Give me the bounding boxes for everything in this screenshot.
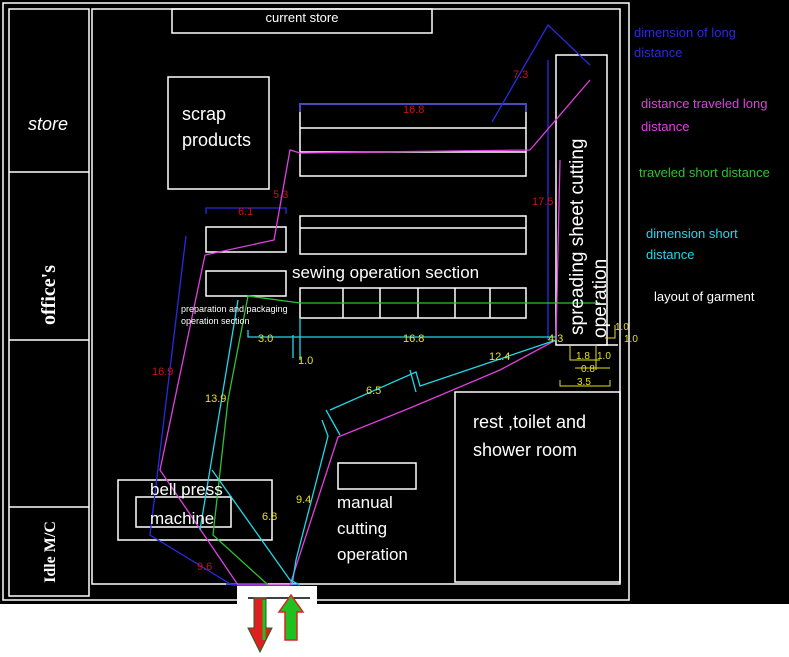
dim-13-9: 13.9 xyxy=(205,393,226,405)
dim-17-5: 17.5 xyxy=(532,196,553,208)
rest-room-box xyxy=(454,391,621,583)
dim-6-1: 6.1 xyxy=(238,206,253,218)
dim-7-3: 7.3 xyxy=(513,69,528,81)
bell-press-box xyxy=(117,479,273,541)
prep-label-2: operation section xyxy=(181,316,250,326)
scrap-products-box xyxy=(167,76,270,190)
long-travel-path xyxy=(159,79,591,586)
dim-5-3: 5.3 xyxy=(273,189,288,201)
spreading-label-1: spreading sheet cutting xyxy=(567,139,588,335)
dim-1-0-b: 1.0 xyxy=(597,351,611,362)
legend-short-dim-2: distance xyxy=(646,247,694,262)
store-label: store xyxy=(28,114,68,134)
legend-short-dim-1: dimension short xyxy=(646,226,738,241)
left-rooms-wall xyxy=(8,8,90,597)
dim-1-0-a: 1.0 xyxy=(298,355,313,367)
dim-16-9: 16.9 xyxy=(152,366,173,378)
dim-4-3: 4.3 xyxy=(548,333,563,345)
manual-label-1: manual xyxy=(337,493,393,512)
legend: dimension of long distance distance trav… xyxy=(634,25,770,304)
exit-arrow-icon xyxy=(247,597,273,654)
manual-label-3: operation xyxy=(337,545,408,564)
dim-6-8: 6.8 xyxy=(262,511,277,523)
dim-3-5: 3.5 xyxy=(577,377,591,388)
short-travel-path xyxy=(212,295,600,586)
spreading-table xyxy=(555,54,608,346)
spreading-label-2: operation xyxy=(590,259,611,338)
offices-label: office's xyxy=(38,265,60,325)
small-table-lower xyxy=(205,270,287,297)
scrap-label-2: products xyxy=(182,130,251,150)
prep-label-1: preparation and packaging xyxy=(181,304,288,314)
dim-6-5: 6.5 xyxy=(366,385,381,397)
dim-12-4: 12.4 xyxy=(489,351,510,363)
plan-background xyxy=(0,0,789,604)
rest-label-2: shower room xyxy=(473,440,577,460)
manual-cutting-table xyxy=(337,462,417,490)
dimension-labels: 7.3 16.8 5.3 6.1 17.5 16.9 9.6 3.0 16.8 … xyxy=(152,69,638,573)
dim-9-6: 9.6 xyxy=(197,561,212,573)
dim-3-0: 3.0 xyxy=(258,333,273,345)
bell-press-label-1: bell press xyxy=(150,480,223,499)
scrap-label-1: scrap xyxy=(182,104,226,124)
legend-title: layout of garment xyxy=(654,289,755,304)
sewing-label: sewing operation section xyxy=(292,263,479,282)
dim-9-4: 9.4 xyxy=(296,494,311,506)
bell-press-label-2: machine xyxy=(150,509,214,528)
current-store-label: current store xyxy=(266,10,339,25)
legend-long-travel-1: distance traveled long xyxy=(641,96,767,111)
legend-long-travel-2: distance xyxy=(641,119,689,134)
current-store-box xyxy=(171,8,433,34)
legend-short-travel: traveled short distance xyxy=(639,165,770,180)
small-table-upper xyxy=(205,226,287,253)
rest-label-1: rest ,toilet and xyxy=(473,412,586,432)
dim-0-8: 0.8 xyxy=(581,364,595,375)
dim-16-8-bottom: 16.8 xyxy=(403,333,424,345)
dim-1-8: 1.8 xyxy=(576,351,590,362)
bell-press-inner xyxy=(135,496,232,528)
dim-1-0-d: 1.0 xyxy=(624,334,638,345)
idle-mc-label: Idle M/C xyxy=(42,521,59,583)
dim-16-8-top: 16.8 xyxy=(403,104,424,116)
short-dimension-lines xyxy=(199,299,557,586)
entry-arrow-icon xyxy=(277,593,305,641)
sewing-table-middle xyxy=(299,215,527,255)
manual-label-2: cutting xyxy=(337,519,387,538)
legend-long-dim-2: distance xyxy=(634,45,682,60)
dim-1-0-c: 1.0 xyxy=(615,322,629,333)
legend-long-dim-1: dimension of long xyxy=(634,25,736,40)
small-dimension-lines xyxy=(559,325,616,387)
